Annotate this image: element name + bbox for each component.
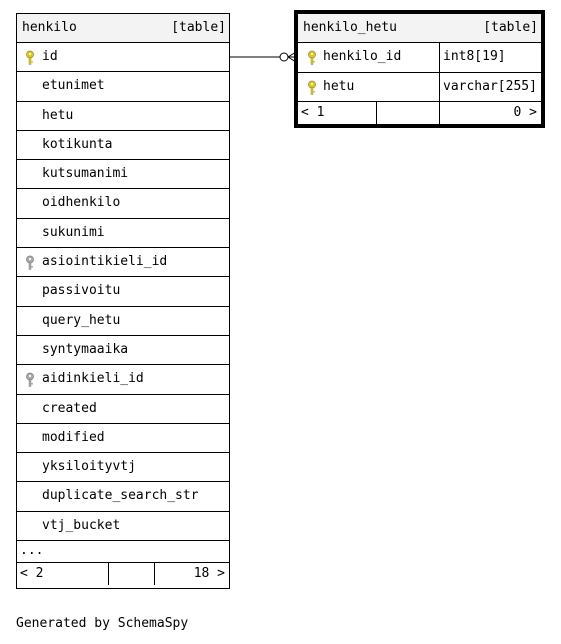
table-header[interactable]: henkilo_hetu [table] xyxy=(298,14,541,43)
column-row[interactable]: aidinkieli_id xyxy=(17,365,229,395)
table-footer: < 1 0 > xyxy=(298,102,541,124)
column-name: syntymaaika xyxy=(42,341,129,357)
column-row[interactable]: asiointikieli_id xyxy=(17,248,229,278)
column-name: asiointikieli_id xyxy=(42,254,168,270)
children-count[interactable]: 18 > xyxy=(193,566,225,582)
column-row[interactable]: id xyxy=(17,43,229,73)
table-footer: < 2 18 > xyxy=(17,563,229,586)
column-row[interactable]: hetu varchar[255] xyxy=(298,72,541,102)
column-row[interactable]: modified xyxy=(17,424,229,454)
table-name[interactable]: henkilo xyxy=(22,20,77,35)
column-row[interactable]: query_hetu xyxy=(17,307,229,336)
column-name: oidhenkilo xyxy=(42,195,121,211)
column-name: passivoitu xyxy=(42,283,121,299)
generated-by-label: Generated by SchemaSpy xyxy=(16,616,189,631)
column-name: id xyxy=(42,49,58,64)
column-name: created xyxy=(42,400,97,416)
table-kind: [table] xyxy=(483,20,538,35)
column-type: int8[19] xyxy=(443,49,506,64)
column-name: modified xyxy=(42,429,105,445)
column-name: vtj_bucket xyxy=(42,517,121,533)
column-row[interactable]: passivoitu xyxy=(17,277,229,307)
column-row[interactable]: henkilo_id int8[19] xyxy=(298,43,541,73)
column-name: hetu xyxy=(42,107,74,123)
children-count[interactable]: 0 > xyxy=(513,105,537,120)
column-row[interactable]: oidhenkilo xyxy=(17,189,229,219)
footer-spacer xyxy=(109,563,155,586)
henkilo-table[interactable]: henkilo [table] id etunimet hetu kotikunta k… xyxy=(16,13,230,589)
column-name: kotikunta xyxy=(42,136,113,152)
primary-key-icon xyxy=(306,50,318,66)
column-row[interactable]: etunimet xyxy=(17,72,229,102)
column-name: kutsumanimi xyxy=(42,166,129,182)
column-name: duplicate_search_str xyxy=(42,488,199,504)
column-name: query_hetu xyxy=(42,312,121,328)
column-row[interactable]: syntymaaika xyxy=(17,336,229,366)
column-row[interactable]: kotikunta xyxy=(17,131,229,161)
primary-key-icon xyxy=(306,80,318,96)
column-name: hetu xyxy=(323,78,355,94)
column-name: sukunimi xyxy=(42,224,105,240)
table-kind: [table] xyxy=(171,20,226,35)
column-name: henkilo_id xyxy=(323,49,402,64)
column-row[interactable]: yksiloityvtj xyxy=(17,453,229,483)
parents-count[interactable]: < 1 xyxy=(298,102,377,124)
more-columns-indicator: ... xyxy=(17,541,229,564)
foreign-key-icon xyxy=(24,255,36,271)
column-name: etunimet xyxy=(42,78,105,94)
table-header[interactable]: henkilo [table] xyxy=(17,14,229,43)
column-row[interactable]: kutsumanimi xyxy=(17,160,229,190)
column-name: yksiloityvtj xyxy=(42,459,136,475)
foreign-key-icon xyxy=(24,372,36,388)
footer-spacer xyxy=(377,102,440,124)
column-row[interactable]: created xyxy=(17,395,229,424)
parents-count[interactable]: < 2 xyxy=(17,563,109,586)
primary-key-icon xyxy=(24,50,36,66)
column-type: varchar[255] xyxy=(443,78,537,94)
column-row[interactable]: hetu xyxy=(17,102,229,131)
column-row[interactable]: duplicate_search_str xyxy=(17,482,229,512)
column-row[interactable]: sukunimi xyxy=(17,219,229,249)
table-name[interactable]: henkilo_hetu xyxy=(303,20,397,35)
column-row[interactable]: vtj_bucket xyxy=(17,512,229,542)
column-name: aidinkieli_id xyxy=(42,371,144,387)
